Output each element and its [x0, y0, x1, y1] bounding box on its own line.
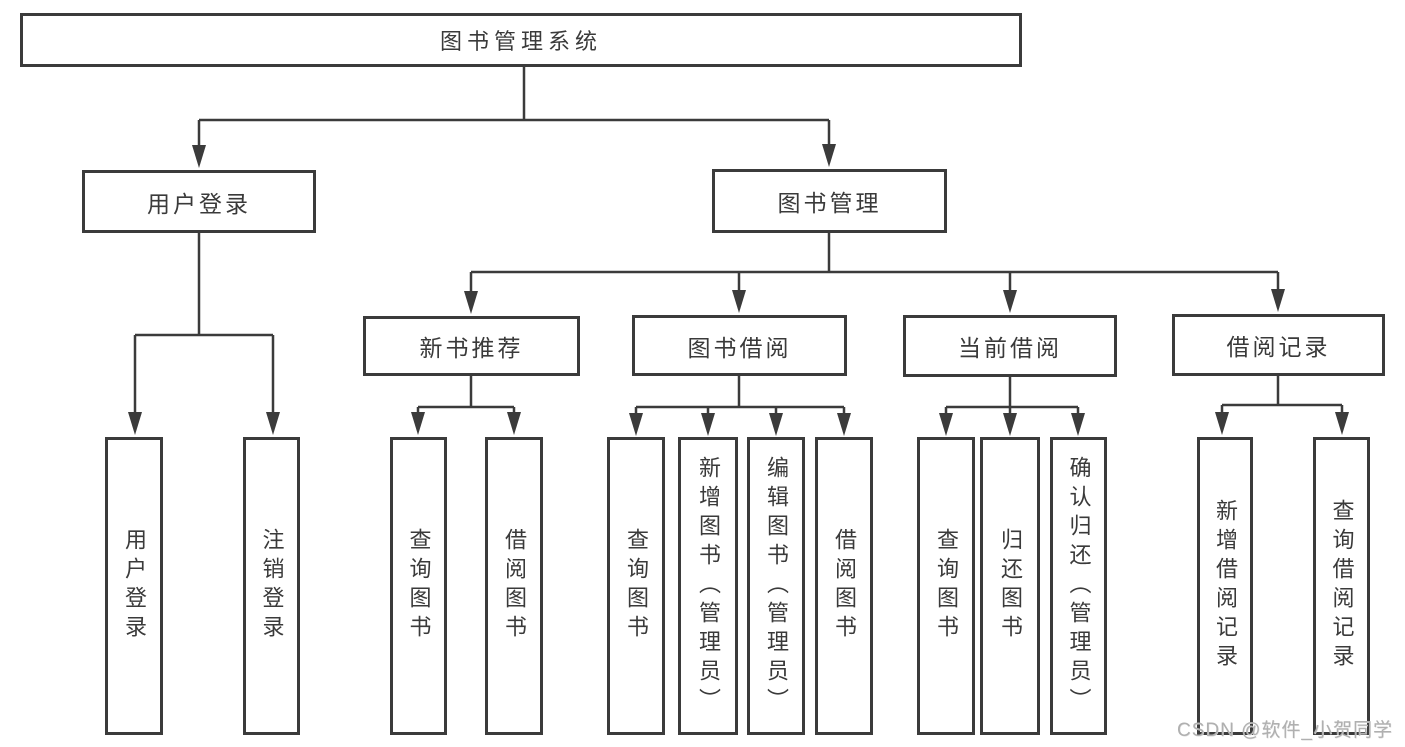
leaf-newbook-query-books-label: 查询图书 — [406, 528, 432, 644]
node-current-borrowing-label: 当前借阅 — [958, 335, 1062, 361]
node-book-borrowing-label: 图书借阅 — [687, 334, 792, 361]
leaf-borrowing-add-books-admin-label: 新增图书（管理员） — [696, 455, 721, 717]
node-new-book-recommend: 新书推荐 — [363, 316, 580, 376]
node-library-management-system-label: 图书管理系统 — [439, 29, 602, 54]
leaf-user-login-label: 用户登录 — [122, 528, 147, 644]
leaf-newbook-borrow-books-label: 借阅图书 — [502, 528, 527, 644]
node-new-book-recommend-label: 新书推荐 — [419, 335, 524, 361]
node-book-borrowing: 图书借阅 — [632, 315, 847, 376]
leaf-logout-label: 注销登录 — [259, 528, 285, 644]
leaf-records-add-record: 新增借阅记录 — [1197, 437, 1253, 735]
leaf-newbook-query-books: 查询图书 — [390, 437, 447, 735]
leaf-current-confirm-return-admin-label: 确认归还（管理员） — [1066, 455, 1092, 717]
leaf-records-add-record-label: 新增借阅记录 — [1213, 499, 1238, 673]
leaf-borrowing-add-books-admin: 新增图书（管理员） — [678, 437, 738, 735]
node-book-management: 图书管理 — [712, 169, 947, 233]
leaf-borrowing-borrow-books: 借阅图书 — [815, 437, 873, 735]
leaf-user-login: 用户登录 — [105, 437, 163, 735]
connector-arrowheads — [128, 144, 1349, 436]
leaf-current-query-books: 查询图书 — [917, 437, 975, 735]
leaf-current-return-books: 归还图书 — [980, 437, 1040, 735]
leaf-records-query-record: 查询借阅记录 — [1313, 437, 1370, 735]
node-borrowing-records-label: 借阅记录 — [1226, 334, 1331, 360]
leaf-newbook-borrow-books: 借阅图书 — [485, 437, 543, 735]
leaf-logout: 注销登录 — [243, 437, 300, 735]
node-borrowing-records: 借阅记录 — [1172, 314, 1385, 376]
connector-strokes — [133, 67, 1344, 418]
leaf-borrowing-edit-books-admin-label: 编辑图书（管理员） — [764, 455, 789, 717]
leaf-current-confirm-return-admin: 确认归还（管理员） — [1050, 437, 1107, 735]
csdn-watermark: CSDN @软件_小贺同学 — [1177, 720, 1393, 741]
node-user-login-label: 用户登录 — [147, 190, 251, 217]
leaf-borrowing-query-books: 查询图书 — [607, 437, 665, 735]
leaf-current-return-books-label: 归还图书 — [998, 528, 1023, 644]
leaf-borrowing-borrow-books-label: 借阅图书 — [832, 528, 857, 644]
leaf-borrowing-query-books-label: 查询图书 — [624, 528, 649, 644]
node-current-borrowing: 当前借阅 — [903, 315, 1117, 377]
leaf-current-query-books-label: 查询图书 — [934, 528, 959, 644]
leaf-records-query-record-label: 查询借阅记录 — [1329, 499, 1355, 673]
node-library-management-system: 图书管理系统 — [20, 13, 1022, 67]
node-book-management-label: 图书管理 — [777, 190, 882, 216]
leaf-borrowing-edit-books-admin: 编辑图书（管理员） — [747, 437, 805, 735]
node-user-login: 用户登录 — [82, 170, 316, 233]
